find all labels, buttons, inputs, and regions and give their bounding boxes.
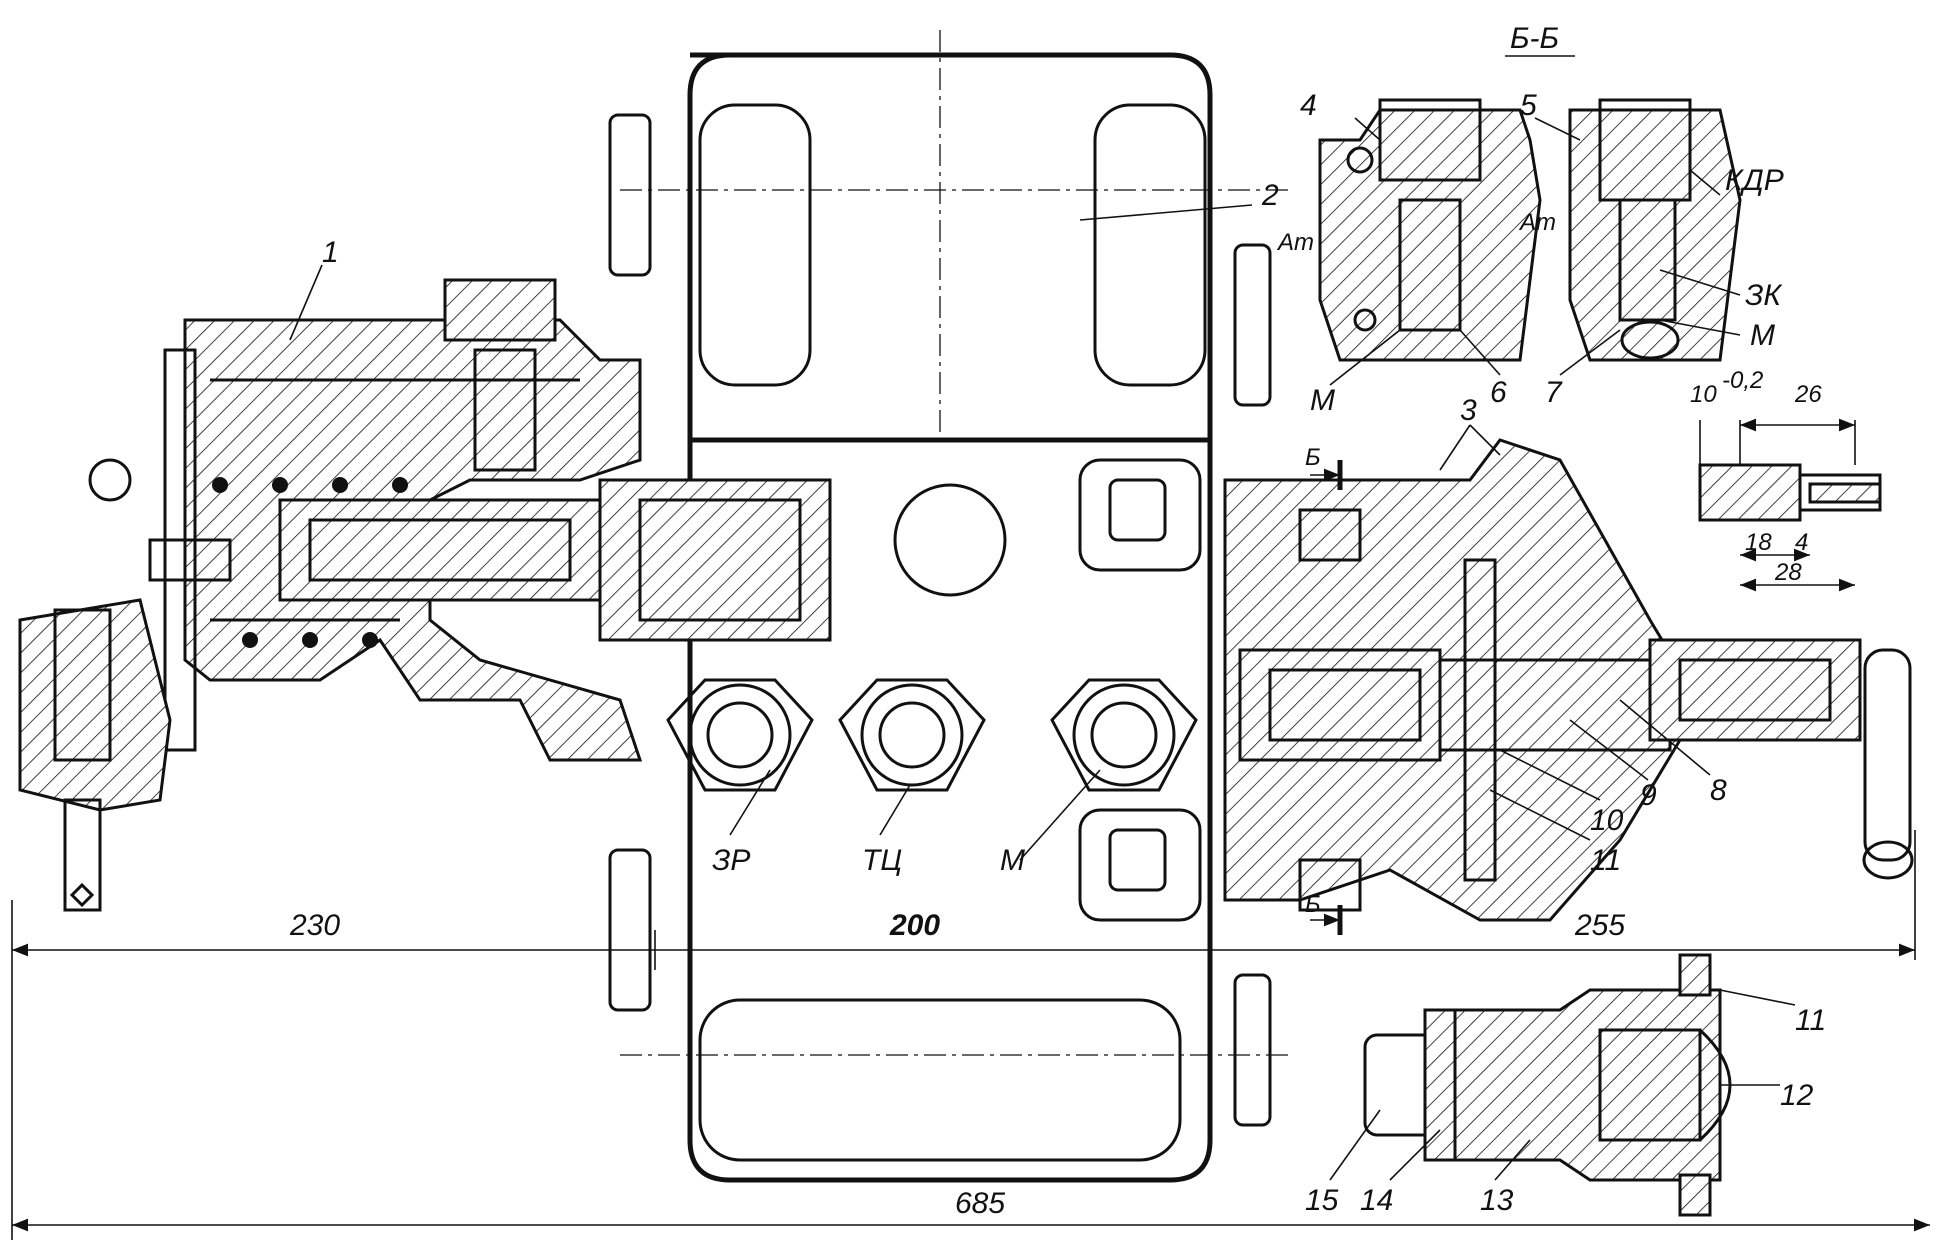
dim-10-tol: -0,2 <box>1722 367 1763 394</box>
label-kdr: КДР <box>1725 164 1784 197</box>
leader-lines <box>289 117 1796 1181</box>
label-zk: ЗК <box>1745 279 1783 312</box>
label-layer: Б-Б 1 2 3 4 5 6 7 8 9 10 11 11 12 13 14 … <box>289 22 1826 1220</box>
label-section-b-bottom: Б <box>1305 891 1321 918</box>
label-part-8: 8 <box>1710 774 1727 807</box>
port-fittings <box>666 483 1198 792</box>
dim-230: 230 <box>289 909 340 942</box>
nozzle-detail <box>1698 418 1882 592</box>
label-part-3: 3 <box>1460 394 1477 427</box>
dim-685: 685 <box>955 1187 1005 1220</box>
bottom-detail <box>1363 953 1732 1217</box>
label-part-5: 5 <box>1520 89 1537 122</box>
dimension-lines <box>11 460 1930 1240</box>
body-nuts <box>608 113 1272 1127</box>
label-at-left: Ат <box>1276 229 1314 256</box>
dim-200: 200 <box>889 909 940 942</box>
label-part-1: 1 <box>322 236 339 269</box>
label-part-9: 9 <box>1640 779 1657 812</box>
dim-28: 28 <box>1774 559 1802 586</box>
label-m-right: М <box>1750 319 1775 352</box>
dim-26: 26 <box>1794 381 1822 408</box>
dim-18: 18 <box>1745 529 1772 556</box>
label-part-14: 14 <box>1360 1184 1393 1217</box>
label-m-left: М <box>1310 384 1335 417</box>
label-part-10: 10 <box>1590 804 1624 837</box>
label-part-11a: 11 <box>1590 844 1621 877</box>
label-part-7: 7 <box>1545 376 1563 409</box>
label-port-tc: ТЦ <box>862 844 902 877</box>
body-lugs <box>1078 458 1202 922</box>
dim-255: 255 <box>1574 909 1625 942</box>
right-diaphragm-assembly <box>1223 438 1914 922</box>
central-body <box>620 30 1290 1183</box>
label-part-6: 6 <box>1490 376 1507 409</box>
label-port-zr: ЗР <box>712 844 750 877</box>
left-valve-assembly <box>88 278 832 762</box>
label-part-15: 15 <box>1305 1184 1339 1217</box>
section-title: Б-Б <box>1510 22 1559 55</box>
label-part-11b: 11 <box>1795 1004 1826 1037</box>
label-port-m: М <box>1000 844 1025 877</box>
label-section-b-top: Б <box>1305 444 1321 471</box>
label-part-4: 4 <box>1300 89 1317 122</box>
label-at-right: Ат <box>1518 209 1556 236</box>
label-part-13: 13 <box>1480 1184 1514 1217</box>
dim-4: 4 <box>1795 529 1808 556</box>
label-part-12: 12 <box>1780 1079 1814 1112</box>
dim-10: 10 <box>1690 381 1717 408</box>
label-part-2: 2 <box>1261 179 1279 212</box>
section-bb <box>1318 98 1742 362</box>
far-left-valve <box>18 598 172 912</box>
seal-rings <box>212 477 408 648</box>
